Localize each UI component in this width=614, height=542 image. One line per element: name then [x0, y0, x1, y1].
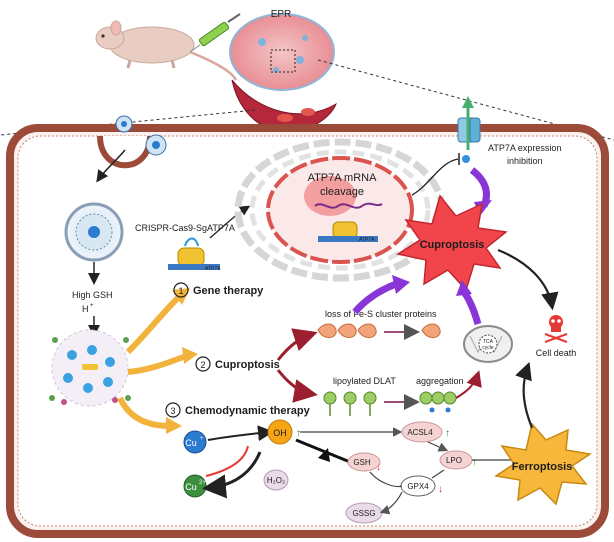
cu-2plus-label: Cu: [185, 482, 197, 492]
redox-arc-red: [205, 445, 249, 477]
purple-arrow-fes: [352, 280, 398, 315]
h-plus-label: H: [82, 304, 89, 314]
endosome-nanoparticle: [64, 202, 124, 262]
cas9-complex-icon: [168, 237, 220, 270]
lpo-up-arrow: ↑: [472, 457, 477, 468]
lpo-label: LPO: [446, 456, 462, 465]
cdt-label: Chemodynamic therapy: [185, 405, 311, 417]
arrow-to-cdt-head: [166, 417, 182, 434]
atp7a-tag-2: ATP7A: [359, 237, 375, 243]
redox-arc-black: [202, 451, 262, 499]
cu-plus-label: Cu: [185, 438, 197, 448]
tumor-illustration: [229, 13, 335, 91]
mrna-strand: [314, 202, 383, 209]
cu-plus-sup: +: [200, 436, 204, 442]
gpx4-inhibits-lpo: [431, 469, 445, 479]
cdt-number: 3: [170, 406, 175, 416]
cuproptosis-number: 2: [200, 360, 205, 370]
tca-label-line2: cycle: [482, 345, 494, 351]
oh-node: [267, 419, 293, 445]
acsl4-node: [401, 421, 443, 443]
fes-proteins-lost-icon: [421, 323, 441, 338]
mrna-cleavage-label-line1: ATP7A mRNA: [308, 172, 378, 184]
h-plus-superscript: +: [90, 303, 94, 309]
gsh-to-gpx4-line: [369, 471, 403, 488]
ferroptosis-label: Ferroptosis: [512, 461, 573, 473]
oh-gsh-triangle: [318, 448, 330, 462]
crispr-label: CRISPR-Cas9-SgATP7A: [135, 223, 235, 233]
mouse-illustration: [95, 20, 238, 81]
arrow-to-cdt: [117, 396, 171, 429]
maroon-arrow-lower: [276, 369, 318, 403]
cas9-in-nucleus-icon: [318, 221, 378, 242]
arrow-acsl4-to-lpo: [427, 441, 449, 452]
arrow-to-cuproptosis: [127, 353, 188, 375]
oh-up-arrow: ↑: [296, 428, 301, 439]
gpx4-down-arrow: ↓: [438, 484, 443, 495]
gene-therapy-label: Gene therapy: [193, 285, 264, 297]
ferroptosis-burst: [494, 422, 592, 506]
cuproptosis-burst-label: Cuproptosis: [420, 239, 485, 251]
acsl4-label: ACSL4: [407, 428, 433, 437]
arrow-nucleus-to-atp7a: [411, 158, 459, 196]
gpx4-to-gssg-arrow: [379, 491, 403, 515]
mitochondrion-icon: [463, 325, 513, 363]
aggregation-label: aggregation: [416, 376, 464, 386]
acsl4-up-arrow: ↑: [445, 428, 450, 439]
gene-therapy-number-circle: [173, 282, 189, 298]
arrow-oh-to-gsh: [295, 438, 351, 464]
syringe-icon: [189, 13, 241, 53]
inhibition-dot: [462, 155, 470, 163]
uptake-arrow: [96, 149, 126, 183]
epr-label: EPR: [271, 9, 292, 20]
arrow-cuproptosis-to-death: [497, 248, 559, 311]
gsh-down-arrow: ↓: [376, 462, 381, 473]
fes-loss-label: loss of Fe-S cluster proteins: [325, 309, 437, 319]
gsh-node: [347, 452, 381, 472]
fes-proteins-icon: [317, 323, 377, 338]
lipoylated-dlat-label: lipoylated DLAT: [333, 376, 396, 386]
dlat-icon: [323, 391, 377, 416]
atp7a-transporter-icon: [457, 96, 481, 150]
cdt-number-circle: [165, 402, 181, 418]
arrow-to-cuproptosis-head: [182, 347, 198, 364]
arrow-cu-to-oh: [207, 425, 274, 442]
gssg-label: GSSG: [352, 509, 375, 518]
atp7a-expression-label-line2: inhibition: [507, 156, 543, 166]
cu-2plus-sup: 2+: [199, 480, 206, 486]
cuproptosis-number-circle: [195, 356, 211, 372]
dlat-aggregate-icon: [419, 391, 457, 413]
arrow-to-gene-therapy: [125, 295, 181, 355]
disassembled-nanoparticle: [49, 329, 131, 407]
blood-vessel: [231, 79, 337, 133]
gene-therapy-number: 1: [178, 286, 183, 296]
nanoparticle-outside-2: [145, 134, 167, 156]
h2o2-node: [263, 469, 289, 491]
gpx4-label: GPX4: [407, 482, 429, 491]
mrna-cleavage-label-line2: cleavage: [320, 186, 364, 198]
atp7a-tag-1: ATP7A: [205, 266, 221, 272]
skull-icon: [544, 315, 568, 343]
cell-death-label: Cell death: [536, 348, 577, 358]
nucleolus: [304, 176, 356, 216]
tca-label-line1: TCA: [483, 339, 494, 345]
nanoparticle-outside-1: [115, 115, 133, 133]
cu-plus-node: [183, 430, 207, 454]
arrow-crispr-to-nucleus: [209, 205, 251, 239]
purple-arrow-tca-head: [456, 280, 472, 296]
oh-label: OH: [273, 428, 287, 438]
maroon-arrow-upper: [276, 328, 318, 361]
arrow-aggregation-to-tca: [455, 370, 482, 399]
arrow-ferroptosis-to-death: [515, 361, 534, 429]
cuproptosis-branch-label: Cuproptosis: [215, 359, 280, 371]
high-gsh-label: High GSH: [72, 290, 113, 300]
gsh-label: GSH: [353, 458, 371, 467]
purple-arrow-fes-head: [392, 275, 410, 294]
atp7a-expression-label-line1: ATP7A expression: [488, 143, 561, 153]
h2o2-label: H₂O₂: [267, 476, 285, 485]
